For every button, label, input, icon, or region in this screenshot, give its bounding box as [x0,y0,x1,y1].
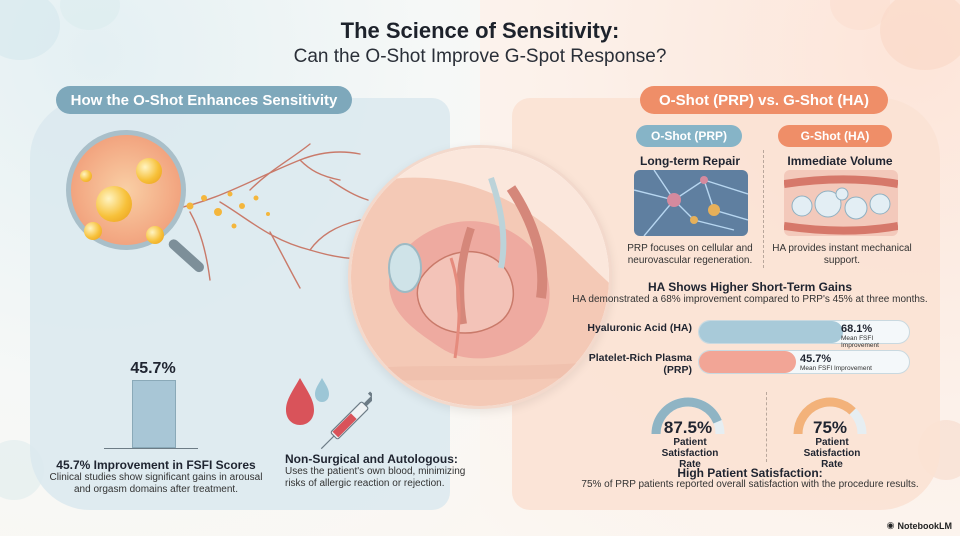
improvement-bar [132,380,176,448]
page-subtitle: Can the O-Shot Improve G-Spot Response? [293,46,667,67]
gauge-divider [766,392,767,462]
brand-label: NotebookLM [897,520,953,531]
gauge-left-value: 87.5% [663,418,713,437]
fsfi-stat-description: Clinical studies show significant gains … [49,472,263,495]
ha-filler-thumbnail [784,170,898,236]
platelet-bubble [80,170,92,182]
notebooklm-logo-icon: ◉ [886,520,895,530]
gauge-fill [651,397,722,435]
autologous-title: Non-Surgical and Autologous: [285,452,458,466]
decorative-cell [880,0,960,70]
prp-description: PRP focuses on cellular and neurovascula… [627,243,753,266]
satisfaction-gauge-right [793,397,867,435]
ha-bar-label: Hyaluronic Acid (HA) [587,322,692,334]
ha-description: HA provides instant mechanical support. [772,243,912,266]
nerve-illustration [169,143,369,289]
column-divider [763,150,764,268]
platelet-bubble [96,186,132,222]
bar-value-label: 45.7% [130,360,176,377]
prp-bar-track: 45.7% Mean FSFI Improvement [698,350,910,374]
autologous-description: Uses the patient's own blood, minimizing… [285,466,466,489]
page-title: The Science of Sensitivity: [340,18,620,43]
gauge-left-label: Patient Satisfaction Rate [661,437,719,470]
ha-bar-track: 68.1% Mean FSFI Improvement [698,320,910,349]
platelet-bubble [84,222,102,240]
gauge-right-label: Patient Satisfaction Rate [803,437,861,470]
fsfi-stat-title: 45.7% Improvement in FSFI Scores [56,458,256,472]
satisfaction-description: 75% of PRP patients reported overall sat… [581,479,919,490]
platelet-bubble [136,158,162,184]
prp-tag: O-Shot (PRP) [636,125,742,147]
gauge-right-value: 75% [812,418,848,437]
prp-bar-fill [699,351,796,373]
left-section-pill: How the O-Shot Enhances Sensitivity [56,86,352,114]
ha-tag: G-Shot (HA) [778,125,892,147]
ha-bar-sublabel: Mean FSFI Improvement [841,335,879,349]
neuron-thumbnail [634,170,748,236]
prp-bar-sublabel: Mean FSFI Improvement [800,365,872,372]
brand-mark: ◉ NotebookLM [887,520,952,531]
prp-bar-label: Platelet-Rich Plasma (PRP) [588,352,692,376]
gauge-fill [793,397,856,435]
prp-heading: Long-term Repair [639,154,740,168]
gains-title: HA Shows Higher Short-Term Gains [647,280,853,294]
prp-bar-value: 45.7% [800,353,832,365]
ha-bar-fill [699,321,843,343]
satisfaction-title: High Patient Satisfaction: [677,466,823,480]
anatomy-illustration [348,145,612,409]
satisfaction-gauge-left [651,397,725,435]
platelet-bubble [146,226,164,244]
bar-axis [104,448,198,449]
right-section-pill: O-Shot (PRP) vs. G-Shot (HA) [640,86,888,114]
gains-description: HA demonstrated a 68% improvement compar… [572,294,928,305]
blood-drop-syringe-icon [286,378,372,450]
ha-heading: Immediate Volume [787,154,893,168]
ha-bar-value: 68.1% [841,323,873,335]
